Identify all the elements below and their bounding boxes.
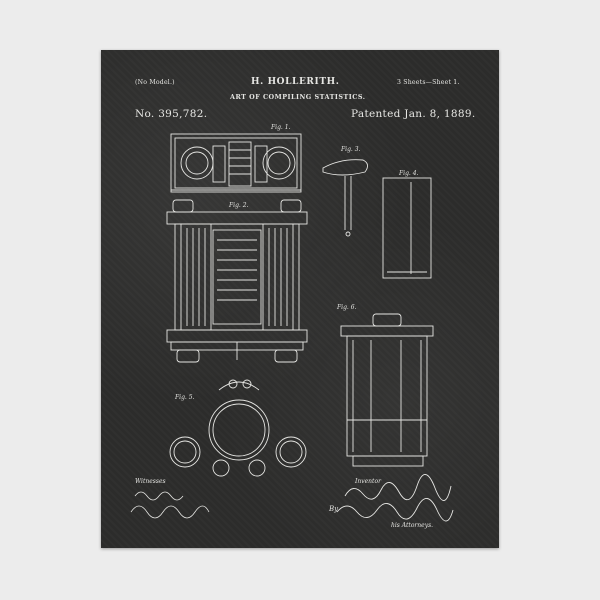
fig2-drawing (166, 199, 308, 363)
patent-drawings (130, 133, 454, 522)
fig5-label: Fig. 5. (175, 394, 195, 401)
inventor-label: Inventor (355, 478, 381, 485)
model-note: (No Model.) (135, 79, 175, 86)
witnesses-label: Witnesses (135, 478, 166, 485)
fig1-label: Fig. 1. (271, 124, 291, 131)
fig4-drawing (382, 177, 432, 279)
by-label: By (329, 505, 339, 513)
patent-print: (No Model.) H. HOLLERITH. 3 Sheets—Sheet… (101, 50, 499, 548)
fig4-label: Fig. 4. (399, 170, 419, 177)
fig6-drawing (340, 313, 434, 467)
attorneys-label: his Attorneys. (391, 522, 434, 529)
fig2-label: Fig. 2. (229, 202, 249, 209)
patent-number: No. 395,782. (135, 108, 208, 120)
fig6-label: Fig. 6. (337, 304, 357, 311)
witness-signatures (130, 491, 210, 519)
inventor-name: H. HOLLERITH. (251, 77, 340, 87)
invention-title: ART OF COMPILING STATISTICS. (230, 93, 366, 101)
sheet-count: 3 Sheets—Sheet 1. (397, 79, 460, 86)
fig3-label: Fig. 3. (341, 146, 361, 153)
fig1-drawing (170, 133, 302, 193)
fig3-drawing (322, 159, 368, 237)
patent-date: Patented Jan. 8, 1889. (351, 108, 476, 120)
fig5-drawing (169, 379, 307, 477)
inventor-signature (336, 474, 454, 522)
